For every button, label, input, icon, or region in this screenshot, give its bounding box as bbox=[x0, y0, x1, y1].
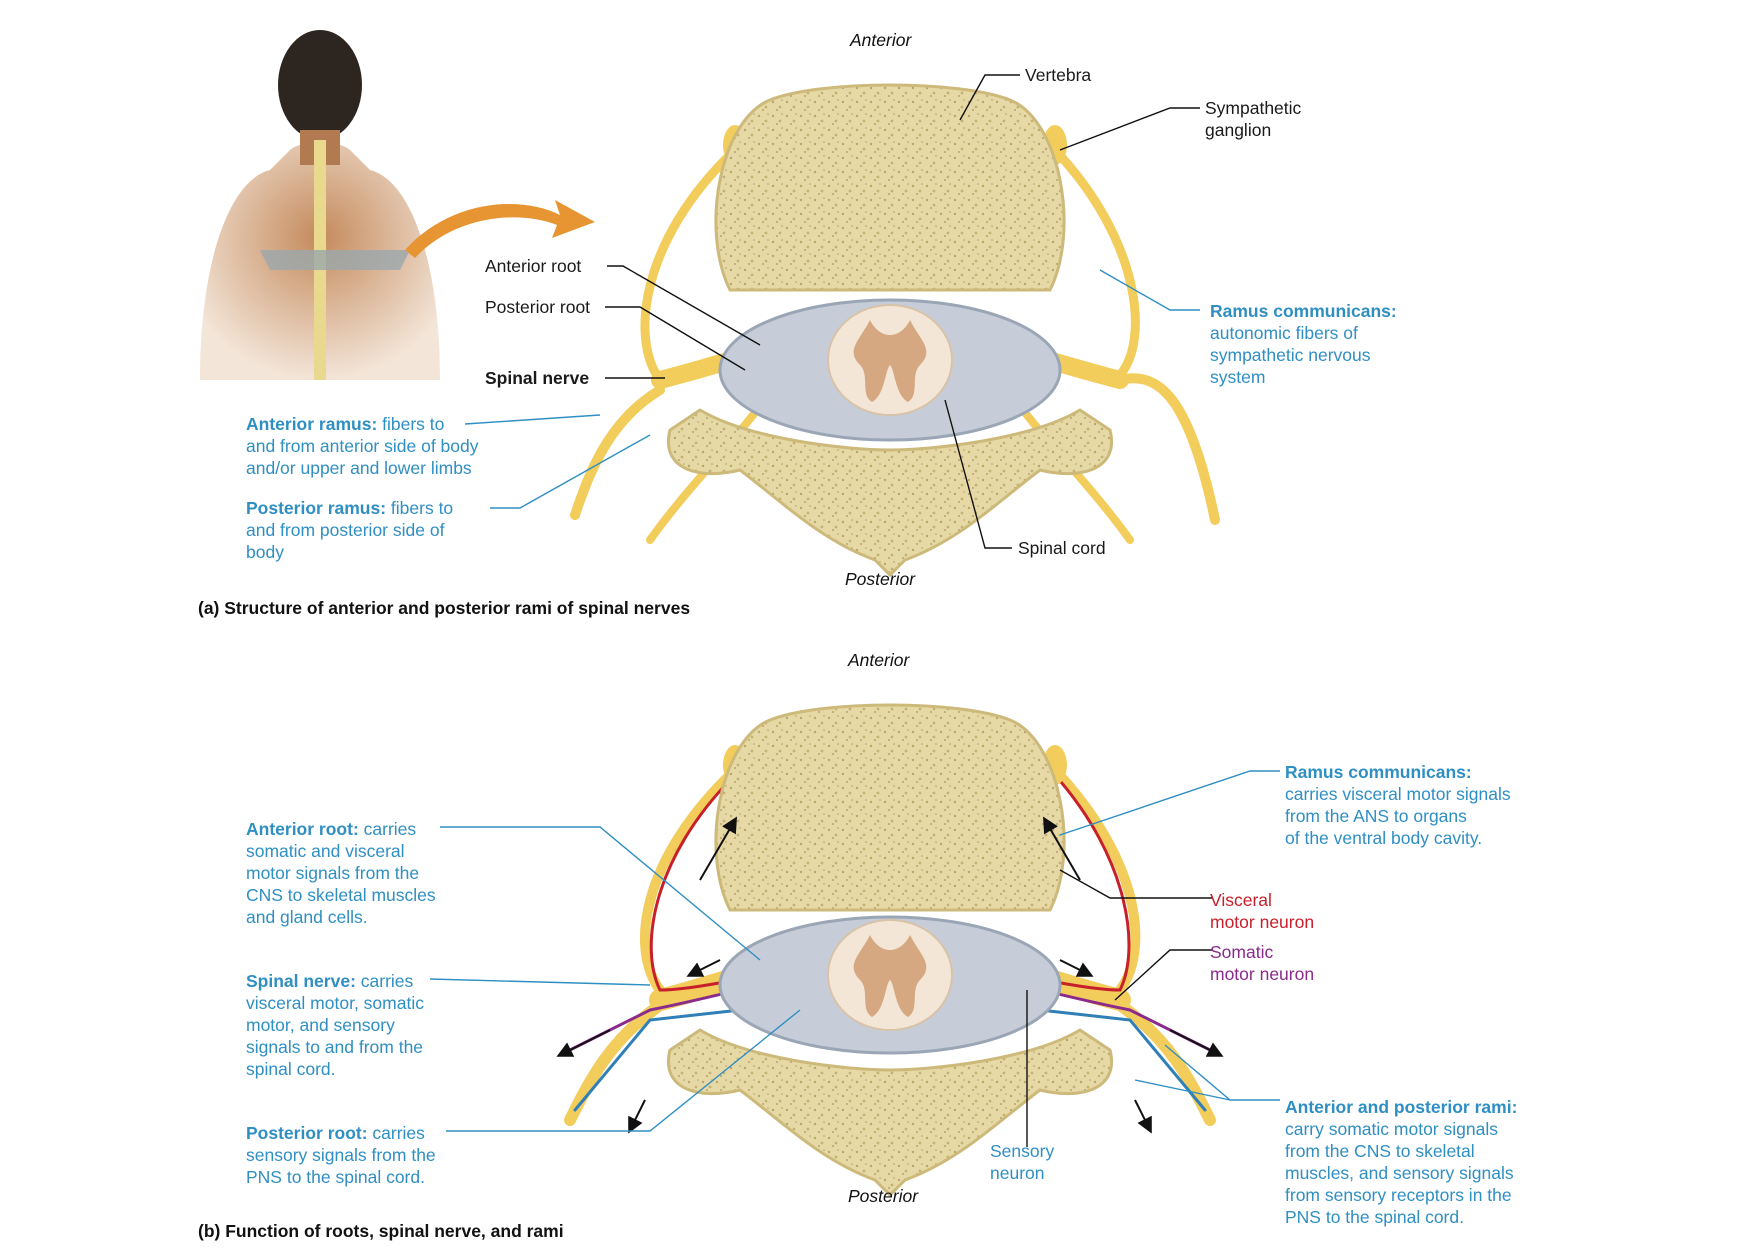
posterior-ramus-title: Posterior ramus: bbox=[246, 498, 387, 518]
anterior-ramus-title: Anterior ramus: bbox=[246, 414, 378, 434]
gray-matter-b bbox=[853, 935, 927, 1017]
vertebral-arch-b bbox=[667, 1028, 1113, 1198]
label-visceral-motor-neuron: Visceral motor neuron bbox=[1210, 890, 1315, 932]
label-posterior-b: Posterior bbox=[848, 1186, 919, 1206]
label-sympathetic-ganglion: Sympathetic ganglion bbox=[1205, 98, 1302, 140]
panel-b bbox=[429, 703, 1280, 1198]
label-somatic-motor-neuron: Somatic motor neuron bbox=[1210, 942, 1315, 984]
label-spinal-nerve-b: Spinal nerve: carries visceral motor, so… bbox=[246, 970, 424, 1080]
posterior-root-b-title: Posterior root: bbox=[246, 1123, 368, 1143]
label-ramus-communicans-a: Ramus communicans: autonomic fibers of s… bbox=[1210, 300, 1397, 388]
leader-lines-a bbox=[605, 74, 1200, 549]
panel-a bbox=[200, 30, 1220, 578]
label-posterior-root-b: Posterior root: carries sensory signals … bbox=[246, 1122, 436, 1188]
label-ramus-communicans-b: Ramus communicans: carries visceral moto… bbox=[1285, 761, 1511, 849]
label-vertebra: Vertebra bbox=[1025, 65, 1092, 85]
spinal-nerve-b-title: Spinal nerve: bbox=[246, 971, 356, 991]
rami-title: Anterior and posterior rami: bbox=[1285, 1097, 1518, 1117]
label-anterior-a: Anterior bbox=[850, 30, 912, 50]
section-plane bbox=[260, 250, 410, 270]
label-anterior-root-b: Anterior root: carries somatic and visce… bbox=[246, 818, 436, 928]
label-posterior-ramus: Posterior ramus: fibers to and from post… bbox=[246, 497, 453, 563]
vertebral-body-b bbox=[714, 703, 1066, 912]
anterior-root-b-desc: carries somatic and visceral motor signa… bbox=[246, 819, 436, 927]
leader-lines-a-blue bbox=[464, 269, 1200, 509]
gray-matter-a bbox=[853, 320, 927, 402]
label-anterior-b: Anterior bbox=[848, 650, 910, 670]
label-anterior-root-a: Anterior root bbox=[485, 256, 582, 276]
label-spinal-cord-a: Spinal cord bbox=[1018, 538, 1106, 558]
label-posterior-a: Posterior bbox=[845, 569, 916, 589]
ramus-communicans-b-title: Ramus communicans: bbox=[1285, 762, 1472, 782]
posterior-root-b-desc: carries sensory signals from the PNS to … bbox=[246, 1123, 436, 1187]
nerves-b bbox=[564, 765, 1216, 1126]
orange-arrow bbox=[405, 200, 595, 258]
vertebral-body-a bbox=[714, 83, 1066, 292]
vertebral-arch-a bbox=[667, 408, 1113, 578]
ramus-communicans-a-title: Ramus communicans: bbox=[1210, 301, 1397, 321]
label-spinal-nerve-a: Spinal nerve bbox=[485, 368, 590, 388]
label-anterior-ramus: Anterior ramus: fibers to and from anter… bbox=[246, 413, 479, 479]
ramus-communicans-a-desc: autonomic fibers of sympathetic nervous … bbox=[1210, 323, 1371, 387]
caption-a: (a) Structure of anterior and posterior … bbox=[198, 598, 691, 618]
posterior-ramus-desc: fibers to and from posterior side of bod… bbox=[246, 498, 454, 562]
caption-b: (b) Function of roots, spinal nerve, and… bbox=[198, 1221, 564, 1241]
leader-lines-b-blue bbox=[429, 770, 1280, 1132]
spinal-nerve-b-desc: carries visceral motor, somatic motor, a… bbox=[246, 971, 424, 1079]
anterior-root-b-title: Anterior root: bbox=[246, 819, 359, 839]
human-back-figure bbox=[200, 30, 440, 380]
signal-arrows bbox=[556, 816, 1224, 1134]
rami-desc: carry somatic motor signals from the CNS… bbox=[1285, 1119, 1514, 1227]
leader-lines-b bbox=[1026, 869, 1212, 1147]
label-posterior-root-a: Posterior root bbox=[485, 297, 591, 317]
anterior-ramus-desc: fibers to and from anterior side of body… bbox=[246, 414, 479, 478]
label-sensory-neuron: Sensory neuron bbox=[990, 1141, 1055, 1183]
ramus-communicans-b-desc: carries visceral motor signals from the … bbox=[1285, 784, 1511, 848]
label-anterior-posterior-rami: Anterior and posterior rami: carry somat… bbox=[1285, 1096, 1517, 1228]
